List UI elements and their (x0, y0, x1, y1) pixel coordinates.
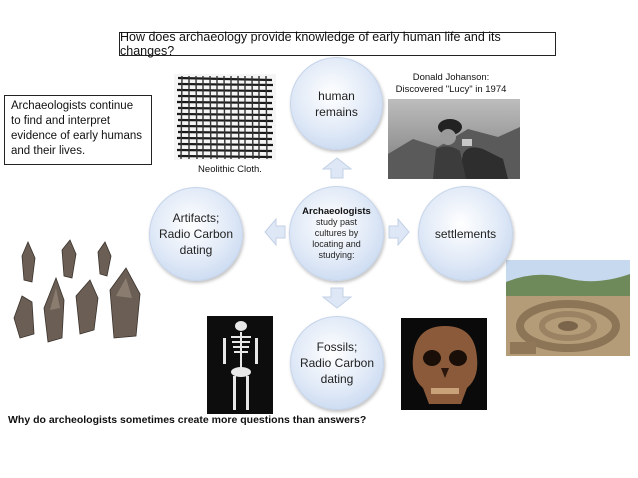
node-fossils-line3: dating (320, 372, 354, 386)
node-artifacts-line1: Artifacts; (172, 211, 220, 225)
node-center: Archaeologists study past cultures by lo… (289, 186, 384, 281)
center-title: Archaeologists (302, 206, 371, 217)
johanson-caption-name: Donald Johanson: (412, 72, 490, 83)
node-settlements-line1: settlements (434, 226, 497, 241)
cloth-caption: Neolithic Cloth. (198, 164, 262, 175)
node-fossils-line2: Radio Carbon (299, 356, 375, 370)
node-settlements: settlements (418, 186, 513, 281)
johanson-photo (388, 99, 520, 179)
johanson-caption: Donald Johanson: Discovered "Lucy" in 19… (392, 72, 510, 96)
discussion-question: Why do archeologists sometimes create mo… (8, 414, 367, 426)
node-artifacts: Artifacts; Radio Carbon dating (149, 187, 243, 281)
node-artifacts-line2: Radio Carbon (158, 227, 234, 241)
node-human-remains-line2: remains (315, 104, 358, 119)
node-human-remains-line1: human (318, 88, 355, 103)
arrow-left (264, 218, 286, 246)
node-artifacts-line3: dating (179, 243, 213, 257)
skeleton-photo (207, 316, 273, 414)
note-box: Archaeologists continue to find and inte… (4, 95, 152, 165)
arrow-right (388, 218, 410, 246)
fossil-skull-photo (401, 318, 487, 410)
title-box: How does archaeology provide knowledge o… (119, 30, 556, 58)
node-fossils: Fossils; Radio Carbon dating (290, 316, 384, 410)
stone-tools-image (10, 238, 148, 348)
arrow-down (322, 287, 352, 309)
arrow-up (322, 157, 352, 179)
node-fossils-line1: Fossils; (316, 340, 358, 354)
center-text: study past cultures by locating and stud… (312, 217, 361, 260)
page-title: How does archaeology provide knowledge o… (120, 30, 501, 58)
johanson-caption-detail: Discovered "Lucy" in 1974 (395, 84, 507, 95)
settlement-ruins-image (506, 260, 630, 356)
neolithic-cloth-image (168, 70, 282, 162)
node-human-remains: human remains (290, 57, 383, 150)
